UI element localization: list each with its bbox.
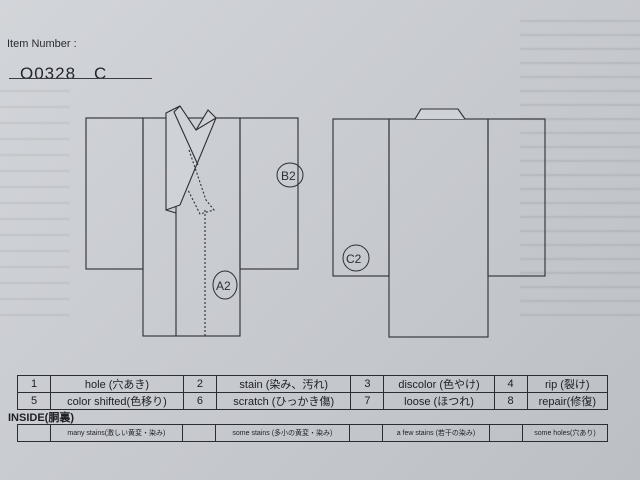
item-number-underline <box>9 78 152 79</box>
legend-text: discolor (色やけ) <box>383 375 495 393</box>
defect-marks: B2 A2 C2 <box>212 162 370 300</box>
mark-c2-text: C2 <box>346 252 362 266</box>
checkbox-cell[interactable] <box>349 424 384 442</box>
front-right-sleeve <box>239 117 299 270</box>
mark-a2-text: A2 <box>216 279 231 293</box>
front-body <box>142 117 241 337</box>
inside-option-text: some stains (多小の黄変・染み) <box>214 424 351 442</box>
mark-b2-text: B2 <box>281 169 296 183</box>
checkbox-cell[interactable] <box>488 424 523 442</box>
legend-num: 3 <box>350 375 385 393</box>
front-left-sleeve <box>85 117 144 270</box>
legend-num: 1 <box>17 375 51 393</box>
kimono-front-diagram <box>85 105 299 337</box>
legend-text: loose (ほつれ) <box>383 392 495 410</box>
legend-num: 5 <box>17 392 51 410</box>
show-through-text-right <box>520 20 640 320</box>
item-number-label: Item Number : <box>7 38 77 50</box>
inside-section-label: INSIDE(胴裏) <box>8 412 74 424</box>
inside-option-text: a few stains (若干の染み) <box>382 424 490 442</box>
checkbox-cell[interactable] <box>181 424 216 442</box>
back-body <box>388 118 489 338</box>
legend-num: 4 <box>493 375 528 393</box>
legend-num: 8 <box>493 392 528 410</box>
legend-text: stain (染み、汚れ) <box>215 375 352 393</box>
legend-text: repair(修復) <box>526 392 609 410</box>
legend-text: hole (穴あき) <box>50 375 184 393</box>
legend-num: 7 <box>350 392 385 410</box>
mark-b2-circle <box>276 162 304 188</box>
mark-a2-circle <box>212 270 238 300</box>
legend-num: 2 <box>182 375 217 393</box>
legend-text: scratch (ひっかき傷) <box>215 392 352 410</box>
inside-option-text: some holes(穴あり) <box>521 424 609 442</box>
defect-legend-table: 1 hole (穴あき) 2 stain (染み、汚れ) 3 discolor … <box>17 375 609 410</box>
inside-row: many stains(激しい黄変・染み) some stains (多小の黄変… <box>17 424 609 442</box>
legend-row: 1 hole (穴あき) 2 stain (染み、汚れ) 3 discolor … <box>17 375 609 393</box>
back-right-sleeve <box>487 118 546 277</box>
inside-condition-table: many stains(激しい黄変・染み) some stains (多小の黄変… <box>17 424 609 442</box>
show-through-text-left <box>0 90 70 320</box>
legend-text: color shifted(色移り) <box>50 392 184 410</box>
kimono-back-diagram <box>332 108 546 338</box>
checkbox-cell[interactable] <box>17 424 51 442</box>
legend-num: 6 <box>182 392 217 410</box>
front-collar <box>165 105 217 211</box>
inside-option-text: many stains(激しい黄変・染み) <box>50 424 183 442</box>
back-collar <box>414 108 466 120</box>
legend-row: 5 color shifted(色移り) 6 scratch (ひっかき傷) 7… <box>17 392 609 410</box>
mark-c2-circle <box>342 244 370 272</box>
legend-text: rip (裂け) <box>526 375 609 393</box>
